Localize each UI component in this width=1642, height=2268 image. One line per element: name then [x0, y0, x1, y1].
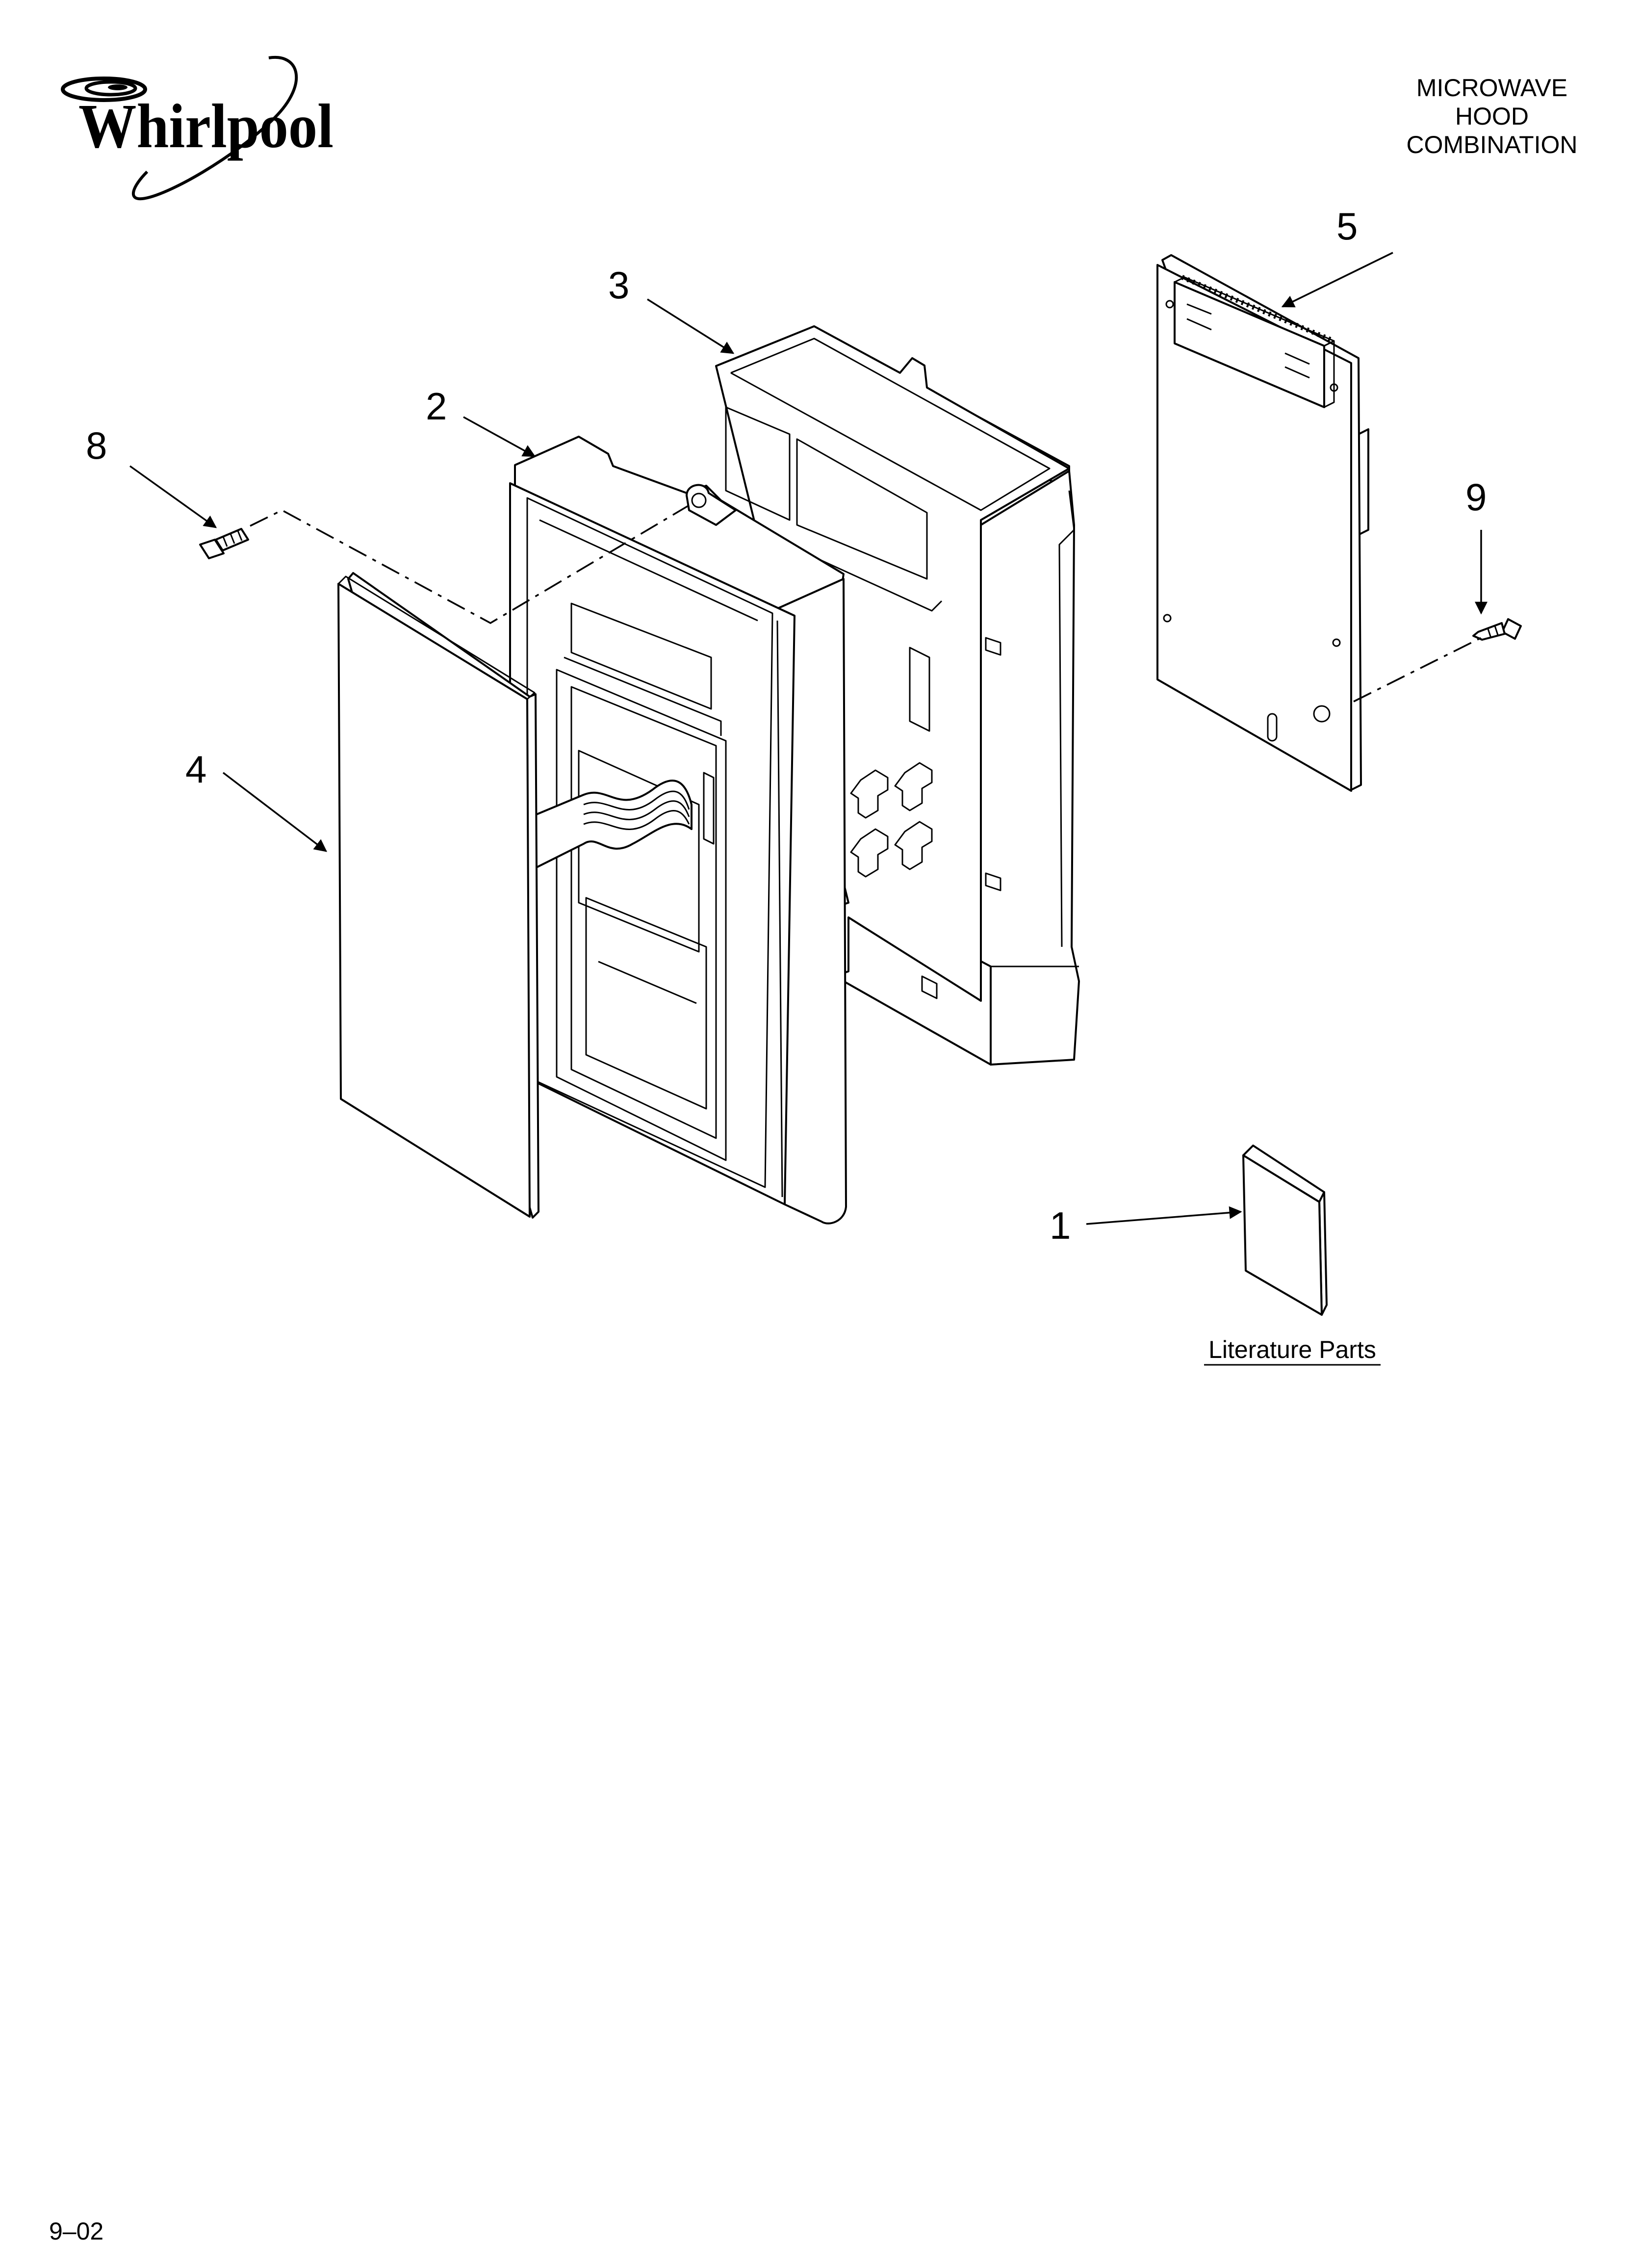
keypad-cutouts — [850, 762, 933, 878]
part-3-control-housing — [715, 325, 1080, 1066]
screw-9-alignment-line — [1353, 637, 1482, 703]
footer-code: 9–02 — [49, 2217, 103, 2245]
swirl-logo-icon — [61, 55, 298, 201]
callout-4: 4 — [185, 748, 206, 791]
leader-arrow-2 — [463, 416, 536, 457]
leader-arrow-4 — [222, 772, 328, 852]
literature-parts-label: Literature Parts — [1208, 1336, 1376, 1363]
screw-9 — [1472, 618, 1522, 641]
diagram-title: MICROWAVE HOOD COMBINATION — [1406, 74, 1577, 158]
title-line-3: COMBINATION — [1406, 131, 1577, 158]
leader-arrow-8 — [129, 465, 217, 528]
title-line-1: MICROWAVE — [1416, 74, 1567, 102]
ribbon-cable — [524, 780, 693, 874]
screw-8-alignment-line — [250, 504, 690, 625]
callout-3: 3 — [608, 263, 629, 307]
part-4-overlay-panel — [337, 572, 539, 1219]
part-5-control-board — [1156, 254, 1369, 792]
part-2-control-panel — [509, 436, 847, 1225]
callout-1: 1 — [1050, 1204, 1071, 1247]
leader-arrow-5 — [1281, 252, 1393, 308]
screw-8 — [199, 528, 249, 559]
callout-2: 2 — [426, 385, 447, 428]
callout-8: 8 — [86, 424, 107, 467]
brand-logo: Whirlpool — [61, 55, 334, 201]
part-1-literature — [1242, 1145, 1328, 1316]
callout-9: 9 — [1465, 475, 1487, 519]
leader-arrow-3 — [647, 298, 735, 354]
brand-wordmark: Whirlpool — [78, 91, 334, 161]
leader-arrow-1 — [1086, 1206, 1242, 1225]
board-connector — [1174, 275, 1335, 408]
callout-5: 5 — [1336, 205, 1358, 248]
title-line-2: HOOD — [1455, 103, 1529, 130]
